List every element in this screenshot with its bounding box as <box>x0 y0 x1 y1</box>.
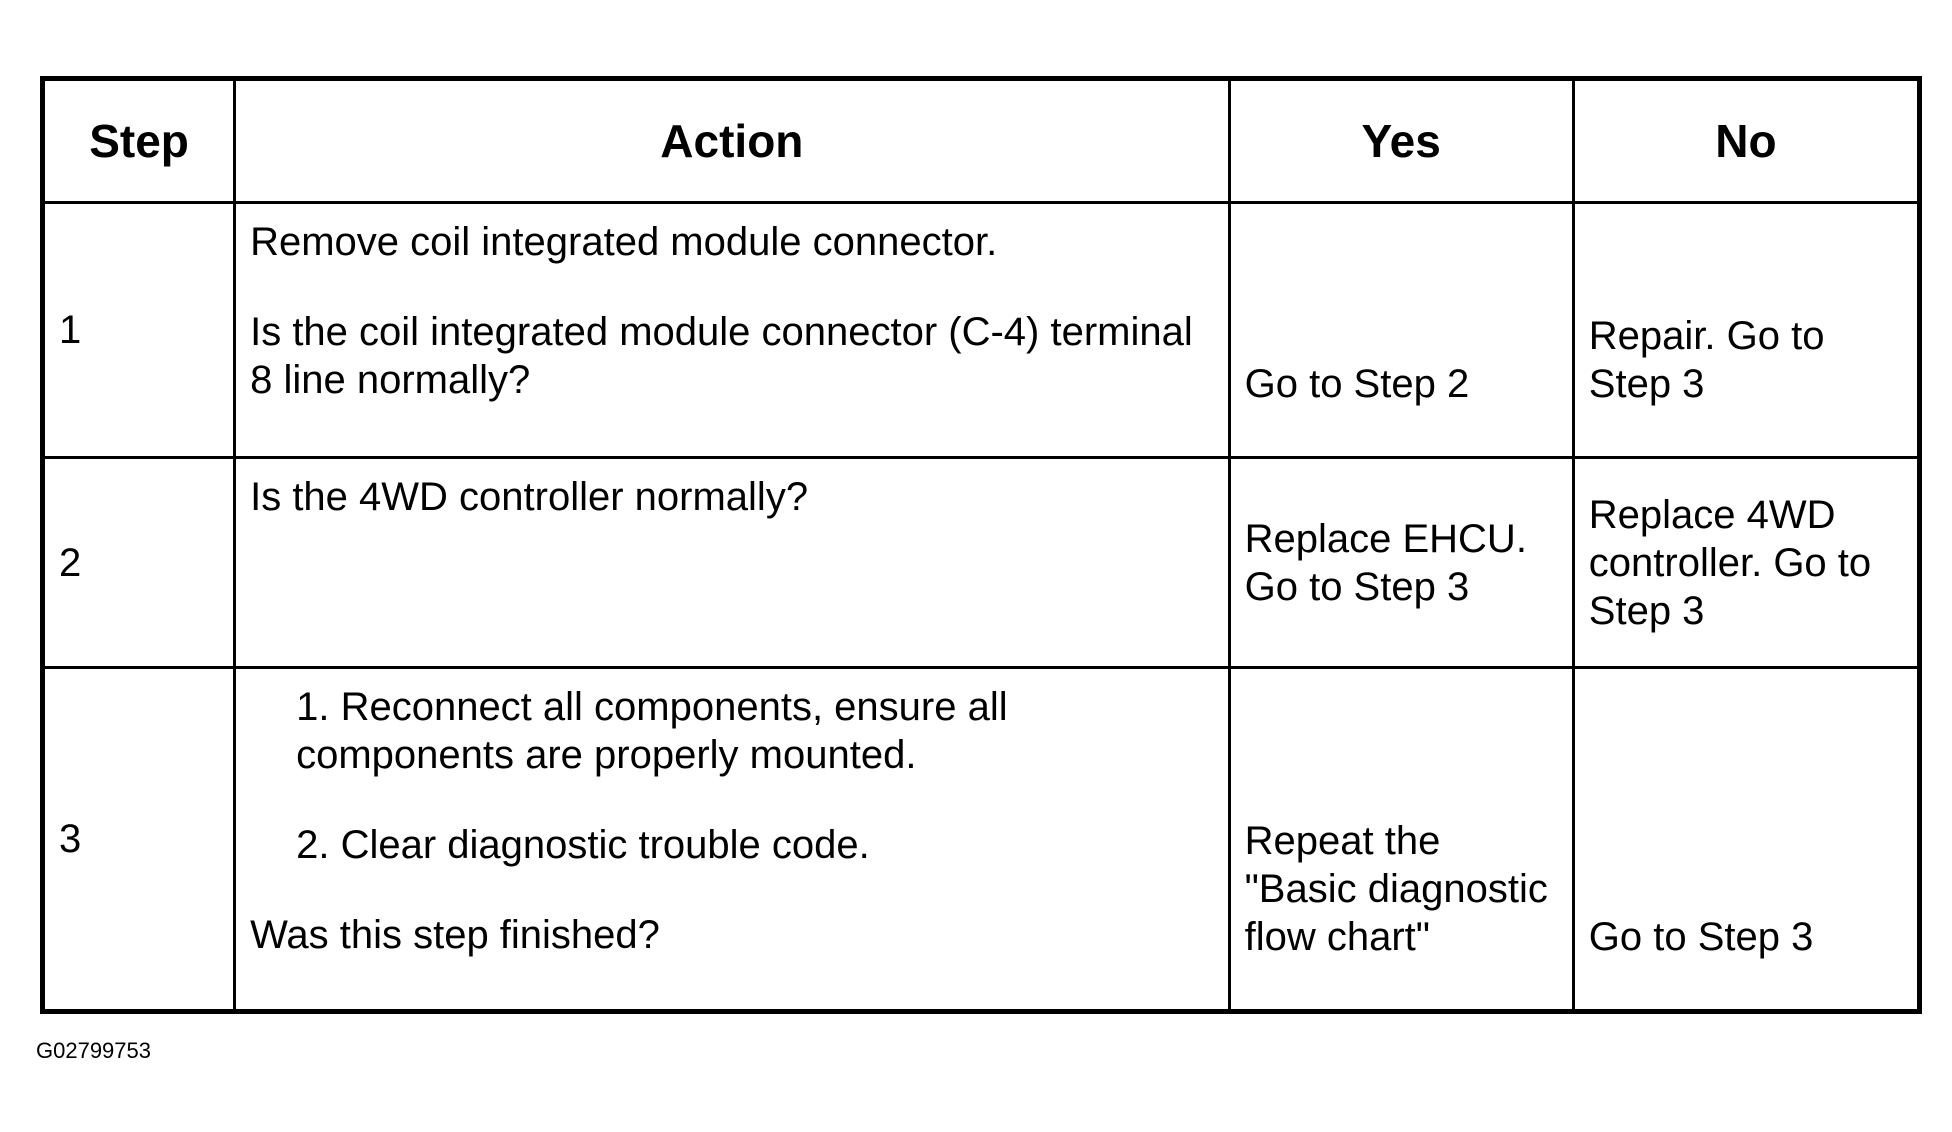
yes-result: Replace EHCU. Go to Step 3 <box>1227 456 1575 669</box>
no-result: Replace 4WD controller. Go to Step 3 <box>1571 456 1922 669</box>
action-item: 1. Reconnect all components, ensure all … <box>296 685 1008 777</box>
no-result: Repair. Go to Step 3 <box>1571 201 1922 459</box>
action-cell: 1. Reconnect all components, ensure all … <box>233 666 1231 1013</box>
table-row: 1 Remove coil integrated module connecto… <box>40 201 1922 459</box>
header-action: Action <box>233 77 1231 204</box>
table-row: 2 Is the 4WD controller normally? Replac… <box>40 456 1922 669</box>
header-step: Step <box>40 77 237 204</box>
no-result: Go to Step 3 <box>1571 666 1922 1013</box>
table-row: 3 1. Reconnect all components, ensure al… <box>40 666 1922 1013</box>
action-item: 2. Clear diagnostic trouble code. <box>296 823 870 867</box>
step-number: 3 <box>40 666 237 1013</box>
figure-id: G02799753 <box>36 1038 151 1063</box>
step-number: 1 <box>40 201 237 459</box>
yes-result: Go to Step 2 <box>1227 201 1575 459</box>
yes-result: Repeat the "Basic diagnostic flow chart" <box>1227 666 1575 1013</box>
action-cell: Is the 4WD controller normally? <box>233 456 1231 669</box>
step-number: 2 <box>40 456 237 669</box>
header-no: No <box>1571 77 1922 204</box>
header-yes: Yes <box>1227 77 1575 204</box>
action-question: Was this step finished? <box>250 913 660 957</box>
action-question: Is the 4WD controller normally? <box>250 475 809 519</box>
action-cell: Remove coil integrated module connector.… <box>233 201 1231 459</box>
action-instruction: Remove coil integrated module connector. <box>250 220 998 264</box>
table-header-row: Step Action Yes No <box>40 77 1922 204</box>
action-question: Is the coil integrated module connector … <box>250 310 1193 402</box>
diagnostic-table: Step Action Yes No 1 Remove coil integra… <box>40 76 1922 1014</box>
